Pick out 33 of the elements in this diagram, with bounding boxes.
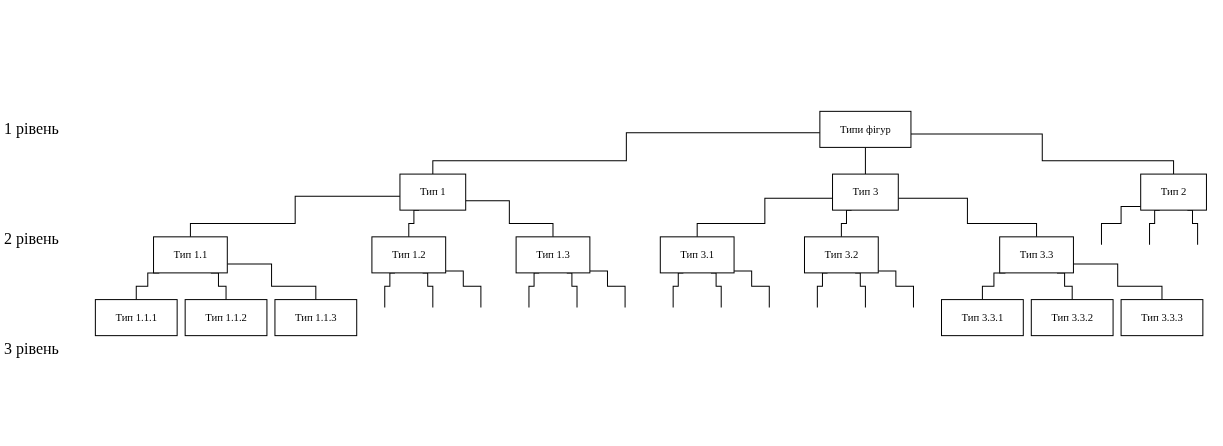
node-box: Тип 1.1.1: [94, 298, 178, 336]
connector: [910, 133, 1175, 175]
node-box: Тип 1.3: [515, 235, 591, 273]
node-box: Тип 1: [399, 173, 467, 211]
level-label: 3 рівень: [4, 340, 59, 358]
node-box: Тип 3.1: [659, 235, 735, 273]
connector: [1101, 205, 1142, 245]
node-box: Тип 3.3.2: [1030, 298, 1114, 336]
connector: [864, 146, 866, 175]
node-box: Тип 3.3: [999, 235, 1074, 273]
node-box: Тип 1.1: [153, 235, 228, 273]
connector: [897, 197, 1038, 237]
node-box: Тип 1.1.2: [184, 298, 268, 336]
node-box: Тип 1.1.3: [274, 298, 358, 336]
connector: [189, 195, 401, 237]
connector: [1072, 263, 1163, 300]
connector: [445, 269, 482, 308]
connector: [733, 269, 770, 308]
node-box: Типи фігур: [819, 110, 912, 148]
connector: [696, 197, 834, 237]
node-box: Тип 1.2: [371, 235, 447, 273]
node-box: Тип 3.3.1: [941, 298, 1024, 336]
node-box: Тип 3.3.3: [1120, 298, 1204, 336]
connector: [432, 131, 821, 175]
connector: [465, 199, 554, 237]
node-box: Тип 3.2: [804, 235, 879, 273]
level-label: 2 рівень: [4, 230, 59, 248]
node-box: Тип 3: [832, 173, 899, 211]
level-label: 1 рівень: [4, 120, 59, 138]
node-box: Тип 2: [1140, 173, 1207, 211]
connector: [589, 269, 626, 308]
connector: [877, 269, 914, 308]
connector: [226, 263, 317, 300]
